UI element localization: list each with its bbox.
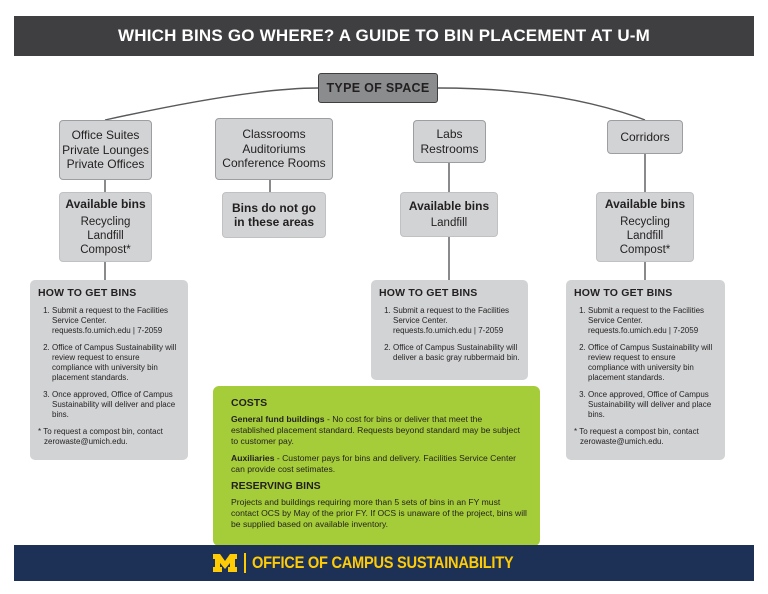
how-to-steps: Submit a request to the Facilities Servi… — [38, 306, 180, 420]
how-to-get-bins-right: HOW TO GET BINS Submit a request to the … — [566, 280, 725, 460]
category-line: Auditoriums — [242, 141, 306, 156]
bin-type: Recycling — [80, 215, 131, 228]
compost-note: * To request a compost bin, contact zero… — [38, 427, 163, 446]
how-to-step: Office of Campus Sustainability will del… — [393, 343, 520, 363]
general-fund-label: General fund buildings — [231, 414, 325, 424]
how-to-step: Once approved, Office of Campus Sustaina… — [588, 390, 717, 420]
bin-type: Compost* — [619, 243, 671, 256]
costs-heading: COSTS — [231, 397, 268, 409]
header-banner: WHICH BINS GO WHERE? A GUIDE TO BIN PLAC… — [14, 16, 754, 56]
available-bins-title: Available bins — [604, 197, 686, 212]
how-to-step: Submit a request to the Facilities Servi… — [393, 306, 520, 336]
how-to-steps: Submit a request to the Facilities Servi… — [574, 306, 717, 420]
category-line: Conference Rooms — [222, 156, 326, 171]
costs-panel: COSTS General fund buildings - No cost f… — [213, 386, 540, 546]
category-offices: Office Suites Private Lounges Private Of… — [59, 120, 152, 180]
category-labs: Labs Restrooms — [413, 120, 486, 163]
how-to-get-bins-left: HOW TO GET BINS Submit a request to the … — [30, 280, 188, 460]
bin-type: Recycling — [620, 215, 670, 228]
category-classrooms: Classrooms Auditoriums Conference Rooms — [215, 118, 333, 180]
bin-type: Landfill — [87, 229, 124, 242]
reserving-text: Projects and buildings requiring more th… — [231, 497, 527, 529]
available-bins-offices: Available bins Recycling Landfill Compos… — [59, 192, 152, 262]
category-line: Labs — [436, 127, 463, 141]
block-m-logo-icon — [213, 554, 238, 572]
footer-divider — [244, 553, 247, 573]
category-line: Private Offices — [66, 157, 145, 172]
no-bins-line: Bins do not go — [232, 201, 316, 215]
bin-type: Landfill — [626, 229, 664, 242]
how-to-step: Submit a request to the Facilities Servi… — [52, 306, 180, 336]
category-line: Classrooms — [242, 127, 306, 142]
available-bins-labs: Available bins Landfill — [400, 192, 498, 237]
how-to-step: Once approved, Office of Campus Sustaina… — [52, 390, 180, 420]
auxiliaries-text: - Customer pays for bins and delivery. F… — [231, 453, 516, 474]
no-bins-note: Bins do not go in these areas — [222, 192, 326, 238]
auxiliaries-label: Auxiliaries — [231, 453, 275, 463]
how-to-title: HOW TO GET BINS — [38, 287, 137, 299]
category-line: Corridors — [620, 129, 670, 144]
available-bins-corridors: Available bins Recycling Landfill Compos… — [596, 192, 694, 262]
available-bins-title: Available bins — [408, 198, 490, 213]
how-to-steps: Submit a request to the Facilities Servi… — [379, 306, 520, 363]
category-line: Private Lounges — [62, 142, 149, 157]
footer-banner: OFFICE OF CAMPUS SUSTAINABILITY — [14, 545, 754, 581]
type-of-space-node: TYPE OF SPACE — [318, 73, 438, 103]
how-to-get-bins-middle: HOW TO GET BINS Submit a request to the … — [371, 280, 528, 380]
compost-note: * To request a compost bin, contact zero… — [574, 427, 699, 446]
category-corridors: Corridors — [607, 120, 683, 154]
bin-type: Landfill — [430, 217, 468, 230]
how-to-step: Submit a request to the Facilities Servi… — [588, 306, 717, 336]
how-to-step: Office of Campus Sustainability will rev… — [588, 343, 717, 383]
no-bins-line: in these areas — [233, 215, 315, 229]
general-fund-text: - No cost for bins or deliver that meet … — [231, 414, 521, 446]
category-line: Restrooms — [420, 141, 479, 156]
page-title: WHICH BINS GO WHERE? A GUIDE TO BIN PLAC… — [117, 26, 651, 45]
how-to-step: Office of Campus Sustainability will rev… — [52, 343, 180, 383]
category-line: Office Suites — [71, 128, 140, 143]
general-fund-paragraph: General fund buildings - No cost for bin… — [231, 414, 528, 447]
how-to-title: HOW TO GET BINS — [379, 287, 478, 299]
bin-type: Compost* — [80, 243, 131, 256]
footer-org-name: OFFICE OF CAMPUS SUSTAINABILITY — [252, 553, 514, 572]
reserving-heading: RESERVING BINS — [231, 480, 321, 492]
how-to-title: HOW TO GET BINS — [574, 287, 673, 299]
available-bins-title: Available bins — [65, 197, 146, 212]
auxiliaries-paragraph: Auxiliaries - Customer pays for bins and… — [231, 453, 528, 475]
footer-brand: OFFICE OF CAMPUS SUSTAINABILITY — [14, 545, 754, 581]
